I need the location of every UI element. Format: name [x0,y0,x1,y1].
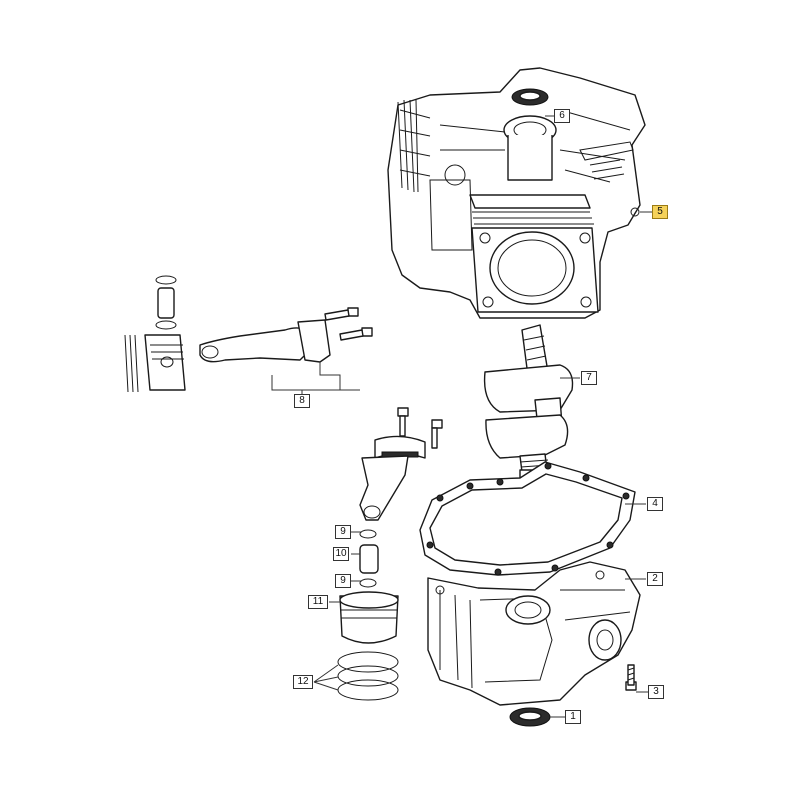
callout-4[interactable]: 4 [647,497,663,511]
callout-11[interactable]: 11 [308,595,328,609]
callout-3[interactable]: 3 [648,685,664,699]
piston-pin-clip-top-2[interactable] [155,320,177,330]
piston-pin[interactable] [359,544,379,574]
crankcase-sump[interactable] [427,561,641,706]
rod-cap-lower[interactable] [374,435,426,459]
engine-block[interactable] [387,67,646,319]
circlip-lower[interactable] [359,578,377,588]
circlip-upper[interactable] [359,529,377,539]
callout-7[interactable]: 7 [581,371,597,385]
connecting-rod-lower[interactable] [359,455,409,521]
piston[interactable] [339,591,399,644]
piston-rings-top[interactable] [124,334,139,393]
oil-seal-bottom[interactable] [509,707,551,727]
oil-seal-top[interactable] [511,88,549,106]
piston-top[interactable] [144,334,186,391]
rod-bolts-top[interactable] [324,307,373,341]
rod-bolts-lower[interactable] [397,407,443,449]
callout-5[interactable]: 5 [652,205,668,219]
callout-1[interactable]: 1 [565,710,581,724]
bolt-long[interactable] [625,664,637,691]
callout-6[interactable]: 6 [554,109,570,123]
callout-8[interactable]: 8 [294,394,310,408]
callout-9-upper[interactable]: 9 [335,525,351,539]
piston-pin-top[interactable] [157,287,175,319]
connecting-rod-top[interactable] [199,319,331,363]
callout-2[interactable]: 2 [647,572,663,586]
callout-12[interactable]: 12 [293,675,313,689]
crankcase-gasket[interactable] [419,461,636,576]
callout-10[interactable]: 10 [333,547,349,561]
piston-rings[interactable] [337,651,399,701]
piston-pin-clip-top[interactable] [155,275,177,285]
callout-9-lower[interactable]: 9 [335,574,351,588]
